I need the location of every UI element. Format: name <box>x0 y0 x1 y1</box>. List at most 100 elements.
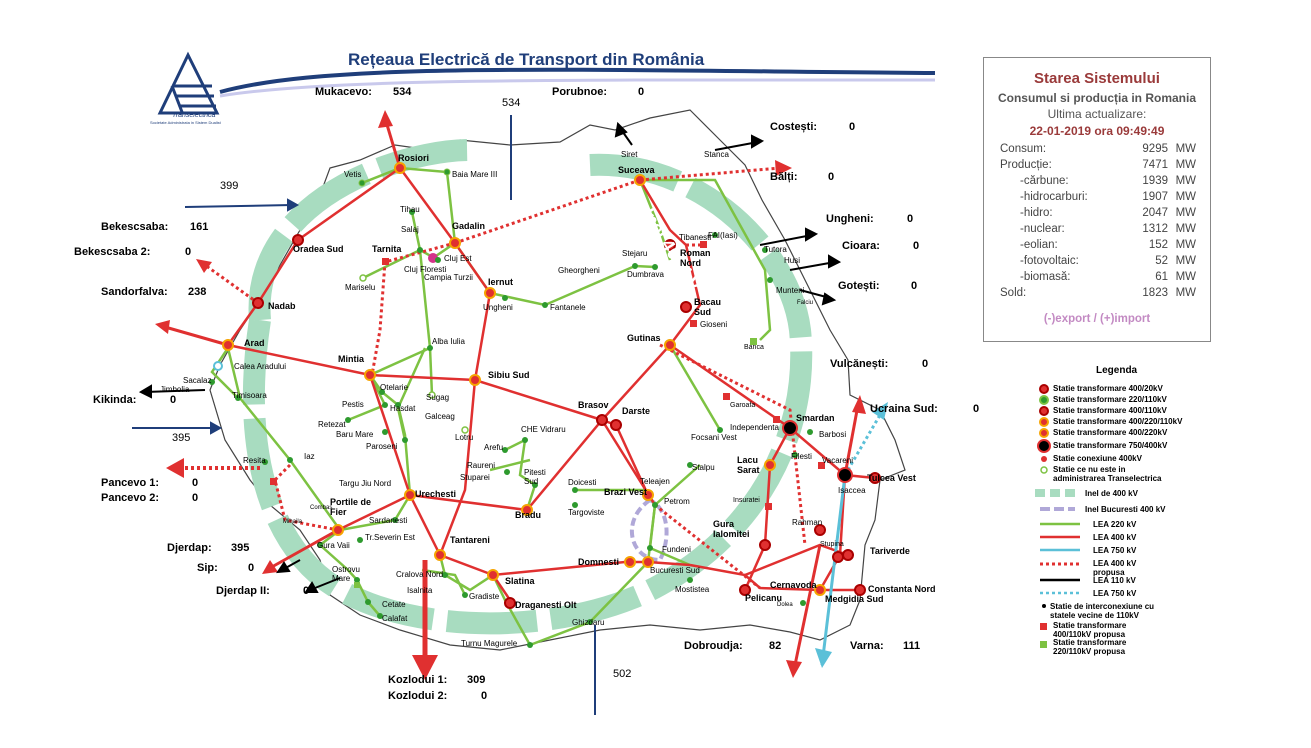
station-label: Raureni <box>467 461 496 470</box>
station-label: Pelicanu <box>745 593 783 603</box>
flow-number-west-top: 399 <box>220 180 239 192</box>
station-label: Gura Vaii <box>317 541 350 550</box>
station-label: Cetate <box>382 600 406 609</box>
station-label: Husi <box>784 256 801 265</box>
station-label: Oradea Sud <box>293 244 344 254</box>
station-label: Banca <box>744 344 764 351</box>
export-import-note: (-)export / (+)import <box>1043 313 1151 325</box>
flow-number-west-bottom: 395 <box>172 432 191 444</box>
last-update-value: 22-01-2019 ora 09:49:49 <box>1029 124 1165 138</box>
station-label: Pitesti Sud <box>524 468 546 486</box>
station-label: Tihau <box>400 205 420 214</box>
interconnection-value: 0 <box>185 246 192 258</box>
station-label: Cluj Est <box>444 254 472 263</box>
interconnection-value: 309 <box>467 674 486 686</box>
interconnection-label: Vulcănești: <box>830 358 889 370</box>
station-label: Tr.Severin Est <box>365 533 415 542</box>
interconnection-label: Kozlodui 2: <box>388 690 448 702</box>
interconnection-label: Cioara: <box>842 240 880 252</box>
station-label: Constanta Nord <box>868 584 936 594</box>
station-label: Lacu Sarat <box>737 455 760 475</box>
station-label: Munteni <box>776 286 805 295</box>
station-label: Galceag <box>425 412 455 421</box>
station-label: Retezat <box>318 420 346 429</box>
station-label: Sardanesti <box>369 516 408 525</box>
interconnection-value: 0 <box>303 585 310 597</box>
station-label: Portile de Fier <box>330 497 372 517</box>
legend-item: Statie de interconexiune cu statele veci… <box>1050 602 1155 620</box>
legend-item: LEA 400 kV propusa <box>1093 559 1137 577</box>
station-label: Garoafa <box>730 402 756 409</box>
interconnection-label: Sip: <box>197 562 218 574</box>
station-label: Iernut <box>488 277 514 287</box>
station-label: Insuratei <box>733 497 760 504</box>
interconnection-value: 0 <box>973 403 980 415</box>
station-label: Roman Nord <box>680 248 711 268</box>
station-label: Bacau Sud <box>694 297 722 317</box>
station-label: Mihaila <box>283 519 303 525</box>
interconnection-value: 534 <box>393 86 412 98</box>
station-label: Ghizdaru <box>572 618 605 627</box>
interconnection-value: 395 <box>231 542 250 554</box>
stations <box>209 162 881 648</box>
station-label: Mintia <box>338 354 364 364</box>
station-label: Mariselu <box>345 283 376 292</box>
legend-item: LEA 750 kV <box>1093 589 1137 598</box>
station-label: Draganesti Olt <box>515 600 577 610</box>
station-label: Turnu Magurele <box>461 639 518 648</box>
station-label: Mostistea <box>675 585 710 594</box>
station-label: Doicesti <box>568 478 597 487</box>
station-label: Calafat <box>382 614 408 623</box>
interconnection-label: Bekescsaba: <box>101 221 169 233</box>
last-update-label: Ultima actualizare: <box>1047 107 1147 121</box>
station-label: Arad <box>244 338 265 348</box>
station-label: Darste <box>622 406 651 416</box>
station-label: Stuparei <box>460 473 490 482</box>
station-label: Focsani Vest <box>691 433 737 442</box>
interconnection-label: Djerdap II: <box>216 585 270 597</box>
ring-400kv <box>242 139 813 635</box>
interconnection-label: Gotești: <box>838 280 880 292</box>
header-swoosh <box>219 67 936 94</box>
interconnection-value: 238 <box>188 286 207 298</box>
station-label: Smardan <box>796 413 835 423</box>
interconnection-label: Dobroudja: <box>684 640 743 652</box>
station-label: Arefu <box>484 443 504 452</box>
flow-arrows <box>155 110 888 680</box>
station-label: Gutinas <box>627 333 661 343</box>
logo-subtitle: Societate Administrata in Sistem Dualist <box>150 120 221 125</box>
interconnection-label: Kozlodui 1: <box>388 674 448 686</box>
station-label: Sacalaz <box>183 376 212 385</box>
station-label: Falciu <box>797 300 814 306</box>
interconnection-label: Pancevo 1: <box>101 477 160 489</box>
legend-item: Statie transformare 400/20kV <box>1053 384 1163 393</box>
station-label: Resita <box>243 456 266 465</box>
station-label: Stejaru <box>622 249 648 258</box>
station-label: Otelarie <box>380 383 409 392</box>
interconnection-label: Porubnoe: <box>552 86 607 98</box>
station-label: Urechesti <box>415 489 457 499</box>
legend-item: Inel de 400 kV <box>1085 489 1138 498</box>
station-label: Tutora <box>764 245 787 254</box>
legend-item: Statie transformare 400/220/110kV <box>1053 417 1183 426</box>
station-label: Baia Mare III <box>452 170 498 179</box>
station-label: Bradu <box>515 510 542 520</box>
station-label: Campia Turzii <box>424 273 473 282</box>
bucuresti-ring <box>630 498 669 563</box>
legend-item: Statie transformare 400/220kV <box>1053 428 1168 437</box>
legend-item: Statie transformare 220/110kV <box>1053 395 1167 404</box>
station-label: Rosiori <box>398 153 430 163</box>
station-label: Sibiu Sud <box>488 370 530 380</box>
station-label: Pestis <box>342 400 364 409</box>
interconnection-label: Ungheni: <box>826 213 874 225</box>
interconnection-label: Sandorfalva: <box>101 286 168 298</box>
system-status-panel: Starea Sistemului Consumul si producția … <box>983 57 1211 342</box>
station-label: Gheorgheni <box>558 266 600 275</box>
